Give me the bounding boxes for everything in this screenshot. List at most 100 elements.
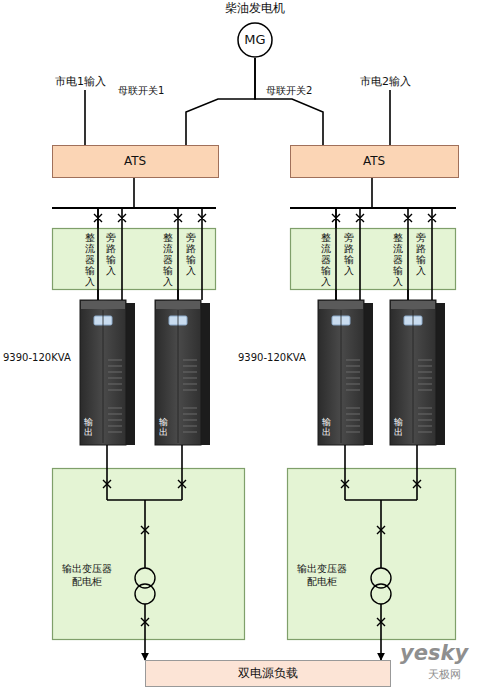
vent-slot <box>346 408 360 409</box>
door-seam <box>413 310 414 443</box>
vent-slot <box>418 378 432 379</box>
cabinet-side <box>126 303 135 445</box>
cabinet-front <box>318 300 364 445</box>
input-wire <box>98 208 202 300</box>
input-distribution-box: 整流器输入旁路输入整流器输入旁路输入 <box>52 228 216 290</box>
vent-slot <box>183 366 197 367</box>
vent-slot <box>346 426 360 427</box>
vent-slot <box>183 432 197 433</box>
cabinet-top <box>156 301 200 309</box>
node-label: 双电源负载 <box>146 661 389 686</box>
door-seam <box>103 310 104 443</box>
vent-slot <box>108 408 122 409</box>
transformer-coil <box>135 584 155 604</box>
vent-slot <box>346 372 360 373</box>
vent-slot <box>418 408 432 409</box>
watermark: 天极网 <box>428 667 461 682</box>
box-outline <box>291 229 456 290</box>
ups-cabinet: 输出 <box>318 300 373 445</box>
node-label: MG <box>237 22 273 58</box>
vent-slot <box>108 432 122 433</box>
node-label: 输出变压器 配电柜 <box>295 562 349 588</box>
vertical-label: 整流器输入 <box>393 232 403 287</box>
breaker-symbol <box>341 480 421 626</box>
vertical-label: 输出 <box>322 418 331 438</box>
breaker-symbol <box>332 214 436 222</box>
cabinet-top <box>391 301 435 309</box>
busbar <box>290 207 456 209</box>
load-box: 双电源负载 <box>145 660 391 687</box>
box-outline <box>288 469 456 640</box>
vent-slot <box>183 372 197 373</box>
breaker-symbol <box>94 214 206 222</box>
mains-feed-line <box>389 90 391 145</box>
cabinet-side <box>364 303 373 445</box>
generator-circle <box>238 23 272 57</box>
transformer-symbols <box>135 568 391 604</box>
box-outline <box>53 469 245 640</box>
vent-slot <box>346 366 360 367</box>
vent-slot <box>418 426 432 427</box>
ups-cabinet: 输出 <box>155 300 210 445</box>
mains-input-label: 市电2输入 <box>360 74 411 89</box>
mains-input-label: 市电1输入 <box>55 74 106 89</box>
box-outline <box>53 229 216 290</box>
cabinet-front <box>155 300 201 445</box>
vent-slot <box>418 432 432 433</box>
vertical-label: 整流器输入 <box>321 232 331 287</box>
cabinet-top <box>319 301 363 309</box>
vent-slot <box>418 372 432 373</box>
cabinet-top <box>81 301 125 309</box>
vertical-label: 输出 <box>84 418 93 438</box>
connector <box>344 445 346 468</box>
vent-slot <box>183 420 197 421</box>
vent-slot <box>418 420 432 421</box>
connector <box>98 178 134 228</box>
ups-cabinet-figure <box>80 300 135 445</box>
vent-slot <box>183 426 197 427</box>
vent-slot <box>346 414 360 415</box>
vent-slot <box>108 414 122 415</box>
connector <box>97 290 99 300</box>
door-seam <box>341 310 342 443</box>
vertical-label: 旁路输入 <box>106 232 116 276</box>
connector <box>380 640 382 660</box>
vertical-label: 旁路输入 <box>186 232 196 276</box>
ups-model-label: 9390-120KVA <box>238 352 306 363</box>
ats-box: ATS <box>52 145 219 178</box>
vertical-label: 整流器输入 <box>163 232 173 287</box>
bus-tie-switch-label: 母联开关2 <box>266 84 312 98</box>
vent-slot <box>183 378 197 379</box>
ups-cabinet-figure <box>318 300 373 445</box>
watermark: yesky <box>400 641 468 665</box>
vent-slot <box>183 390 197 391</box>
door-seam <box>178 310 179 443</box>
vertical-label: 输出 <box>394 418 403 438</box>
node-label: ATS <box>53 146 217 176</box>
vent-slot <box>346 432 360 433</box>
vent-slot <box>108 426 122 427</box>
vent-slot <box>108 360 122 361</box>
vent-slot <box>108 420 122 421</box>
vertical-label: 旁路输入 <box>416 232 426 276</box>
input-distribution-box: 整流器输入旁路输入整流器输入旁路输入 <box>290 228 456 290</box>
vent-slot <box>418 366 432 367</box>
node-label: ATS <box>291 146 457 176</box>
node-label: 输出变压器 配电柜 <box>60 562 114 588</box>
connector <box>186 58 255 145</box>
mains-feed-line <box>84 90 86 145</box>
vent-slot <box>108 378 122 379</box>
connector <box>181 445 183 468</box>
output-wire <box>107 468 182 640</box>
ups-cabinet: 输出 <box>80 300 135 445</box>
vent-slot <box>183 384 197 385</box>
connector <box>407 290 409 300</box>
vent-slot <box>346 360 360 361</box>
breaker-symbol <box>103 480 186 626</box>
vent-slot <box>346 390 360 391</box>
ups-model-label: 9390-120KVA <box>3 352 71 363</box>
cabinet-front <box>390 300 436 445</box>
ats-box: ATS <box>290 145 459 178</box>
